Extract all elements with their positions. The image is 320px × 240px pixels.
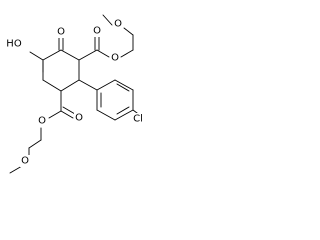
bond-lines: [9, 14, 142, 174]
bond-aryl-1-2: [96, 79, 116, 91]
bond-ester2-carbonyl-a: [60, 110, 74, 119]
bond-aryl-2-3: [114, 79, 134, 91]
bond-ester2-to-o: [48, 110, 62, 119]
bond-aryl-double-a: [116, 83, 130, 92]
bond-c3-aryl: [78, 79, 98, 91]
bond-c2-ester1: [78, 49, 98, 61]
bond-aryl-5-6: [96, 109, 116, 121]
bond-ester1-ch2-o: [123, 27, 134, 36]
bond-ester1-o-ch3: [102, 14, 113, 26]
bond-ester2-o-ch3: [9, 165, 23, 174]
atom-label-hydroxyl: HO: [6, 39, 22, 50]
bond-ring-c1-c2: [60, 49, 80, 61]
atom-label-ketone-oxygen: O: [57, 27, 65, 38]
bond-ester1-to-o: [96, 49, 110, 58]
atom-label-ether2-oxygen: O: [21, 156, 29, 167]
bond-c5-oh: [29, 51, 44, 61]
bond-ring-c4-c5: [42, 79, 62, 92]
atom-label-ester1-carbonyl-oxygen: O: [93, 26, 101, 37]
atom-label-ester1-single-oxygen: O: [111, 53, 119, 64]
molecule-structure-diagram: O O O O HO Cl O O O: [2, 14, 145, 174]
bond-ring-c3-c4: [60, 79, 80, 92]
atom-label-chlorine: Cl: [133, 114, 143, 125]
bond-ester2-ch2-ch2: [28, 139, 42, 149]
bond-ring-c6-c1: [42, 49, 62, 61]
atom-label-ester2-single-oxygen: O: [38, 116, 46, 127]
atom-labels: O O O O HO Cl O O O: [2, 18, 145, 167]
bond-ester2-carbonyl-b: [62, 106, 76, 115]
bond-ester1-o-ch2: [120, 49, 134, 58]
atom-label-ester2-carbonyl-oxygen: O: [75, 113, 83, 124]
bond-aryl-double-b: [116, 106, 130, 115]
bond-aryl-4-5: [114, 109, 134, 121]
atom-label-ether1-oxygen: O: [114, 19, 122, 30]
